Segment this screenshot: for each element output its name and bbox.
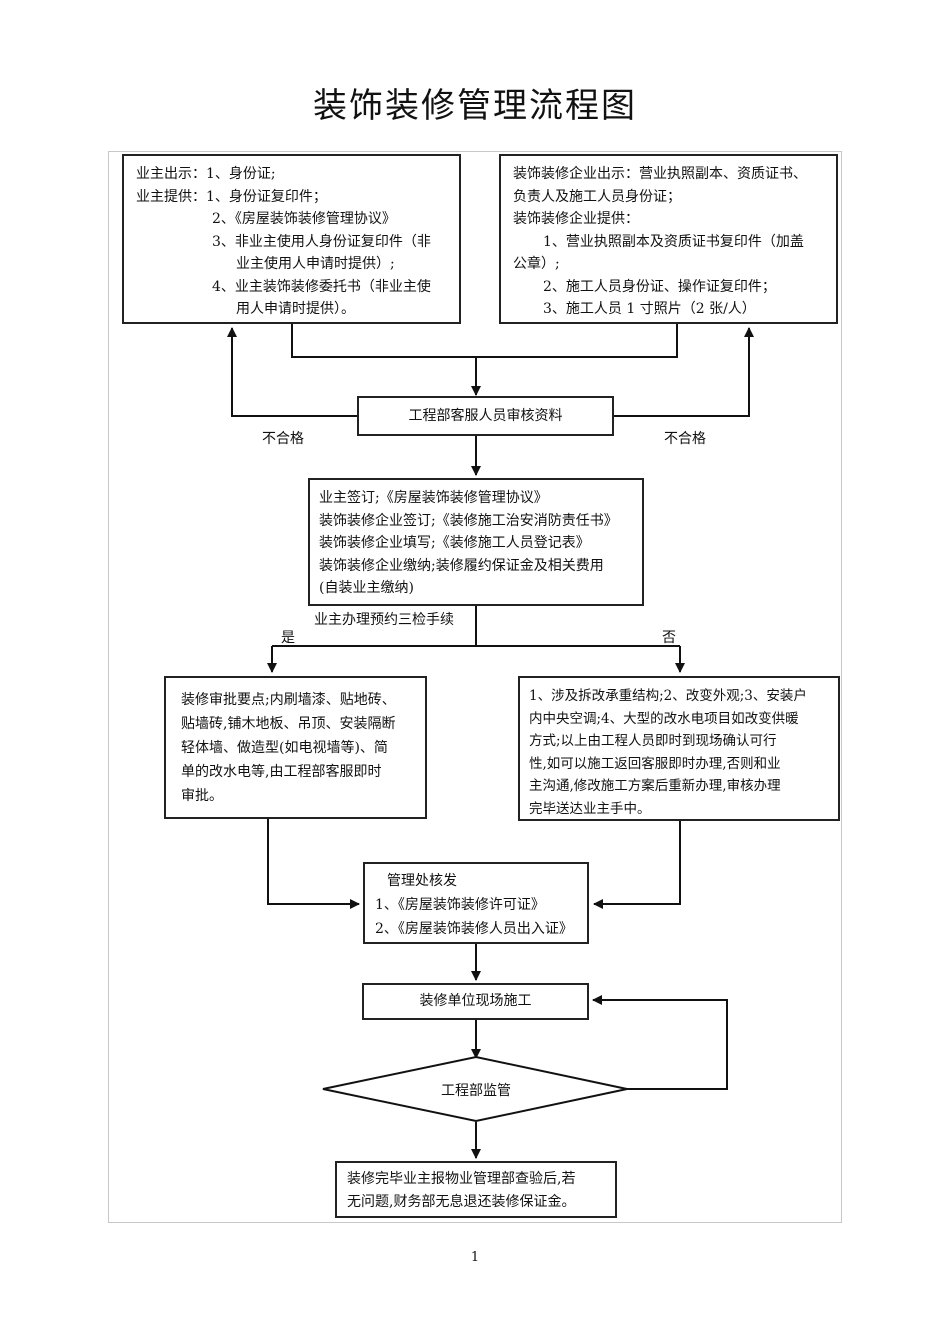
page-title: 装饰装修管理流程图: [313, 86, 637, 126]
complex-approval-line: 1、涉及拆改承重结构;2、改变外观;3、安装户: [529, 688, 807, 704]
completion-line: 无问题,财务部无息退还装修保证金。: [347, 1193, 576, 1210]
owner-doc-line: 用人申请时提供）。: [236, 301, 355, 317]
arrow-fail-left: [227, 327, 357, 417]
simple-approval-line: 单的改水电等,由工程部客服即时: [181, 764, 382, 780]
complex-approval-line: 方式;以上由工程人员即时到现场确认可行: [529, 733, 777, 749]
connector-owner-down: [291, 323, 678, 358]
simple-approval-box: 装修审批要点;内刷墙漆、贴地砖、 贴墙砖,铺木地板、吊顶、安装隔断 轻体墙、做造…: [164, 676, 427, 819]
diagram-frame: [108, 151, 842, 1223]
owner-doc-line: 业主出示：1、身份证;: [136, 166, 276, 182]
permit-issue-line: 1、《房屋装饰装修许可证》: [375, 897, 545, 913]
permit-issue-box: 管理处核发 1、《房屋装饰装修许可证》 2、《房屋装饰装修人员出入证》: [363, 862, 589, 944]
complex-approval-line: 完毕送达业主手中。: [529, 800, 651, 817]
company-doc-line: 负责人及施工人员身份证；: [513, 188, 681, 205]
page-number: 1: [470, 1250, 480, 1265]
three-checks-label: 业主办理预约三检手续: [314, 612, 454, 628]
supervision-diamond: [322, 1055, 628, 1123]
signing-line: (自装业主缴纳): [319, 580, 414, 596]
permit-issue-line: 2、《房屋装饰装修人员出入证》: [375, 921, 573, 937]
owner-doc-line: 业主使用人申请时提供）;: [236, 256, 395, 272]
company-doc-line: 装饰装修企业出示：营业执照副本、资质证书、: [513, 166, 807, 182]
no-label: 否: [662, 630, 676, 646]
complex-approval-line: 内中央空调;4、大型的改水电项目如改变供暖: [529, 710, 799, 727]
fail-label-left: 不合格: [262, 431, 304, 447]
fail-label-right: 不合格: [664, 431, 706, 447]
completion-box: 装修完毕业主报物业管理部查验后,若 无问题,财务部无息退还装修保证金。: [335, 1161, 617, 1218]
arrow-right-to-issue: [593, 821, 681, 909]
review-label: 工程部客服人员审核资料: [408, 407, 563, 424]
company-doc-line: 3、施工人员 1 寸照片（2 张/人）: [543, 301, 756, 317]
company-doc-line: 2、施工人员身份证、操作证复印件；: [543, 278, 776, 295]
review-box: 工程部客服人员审核资料: [357, 396, 614, 436]
owner-doc-line: 业主提供：1、身份证复印件；: [136, 188, 327, 205]
complex-approval-line: 主沟通,修改施工方案后重新办理,审核办理: [529, 778, 781, 794]
owner-documents-box: 业主出示：1、身份证; 业主提供：1、身份证复印件； 2、《房屋装饰装修管理协议…: [122, 154, 461, 324]
yes-label: 是: [281, 630, 295, 646]
complex-approval-box: 1、涉及拆改承重结构;2、改变外观;3、安装户 内中央空调;4、大型的改水电项目…: [518, 676, 840, 821]
permit-issue-heading: 管理处核发: [387, 873, 457, 889]
construction-box: 装修单位现场施工: [362, 983, 589, 1020]
owner-doc-line: 3、非业主使用人身份证复印件（非: [212, 233, 431, 250]
owner-doc-line: 2、《房屋装饰装修管理协议》: [212, 211, 396, 227]
arrow-fail-right: [614, 327, 754, 417]
signing-line: 装饰装修企业签订;《装修施工治安消防责任书》: [319, 512, 618, 529]
complex-approval-line: 性,如可以施工返回客服即时办理,否则和业: [529, 755, 781, 772]
company-documents-box: 装饰装修企业出示：营业执照副本、资质证书、 负责人及施工人员身份证； 装饰装修企…: [499, 154, 838, 324]
company-doc-line: 1、营业执照副本及资质证书复印件（加盖: [543, 233, 804, 250]
signing-line: 装饰装修企业缴纳;装修履约保证金及相关费用: [319, 557, 604, 574]
supervision-label: 工程部监管: [441, 1083, 511, 1099]
simple-approval-line: 轻体墙、做造型(如电视墙等)、简: [181, 740, 388, 756]
company-doc-line: 公章）;: [513, 256, 560, 272]
signing-box: 业主签订;《房屋装饰装修管理协议》 装饰装修企业签订;《装修施工治安消防责任书》…: [308, 478, 644, 606]
signing-line: 装饰装修企业填写;《装修施工人员登记表》: [319, 535, 590, 551]
simple-approval-line: 贴墙砖,铺木地板、吊顶、安装隔断: [181, 716, 396, 732]
signing-line: 业主签订;《房屋装饰装修管理协议》: [319, 490, 548, 506]
completion-line: 装修完毕业主报物业管理部查验后,若: [347, 1171, 576, 1187]
arrow-supervision-loop: [592, 995, 728, 1090]
construction-label: 装修单位现场施工: [419, 993, 532, 1010]
company-doc-line: 装饰装修企业提供：: [513, 211, 639, 227]
simple-approval-line: 审批。: [181, 788, 223, 804]
owner-doc-line: 4、业主装饰装修委托书（非业主使: [212, 278, 431, 295]
simple-approval-line: 装修审批要点;内刷墙漆、贴地砖、: [181, 692, 396, 708]
arrow-left-to-issue: [267, 819, 360, 909]
